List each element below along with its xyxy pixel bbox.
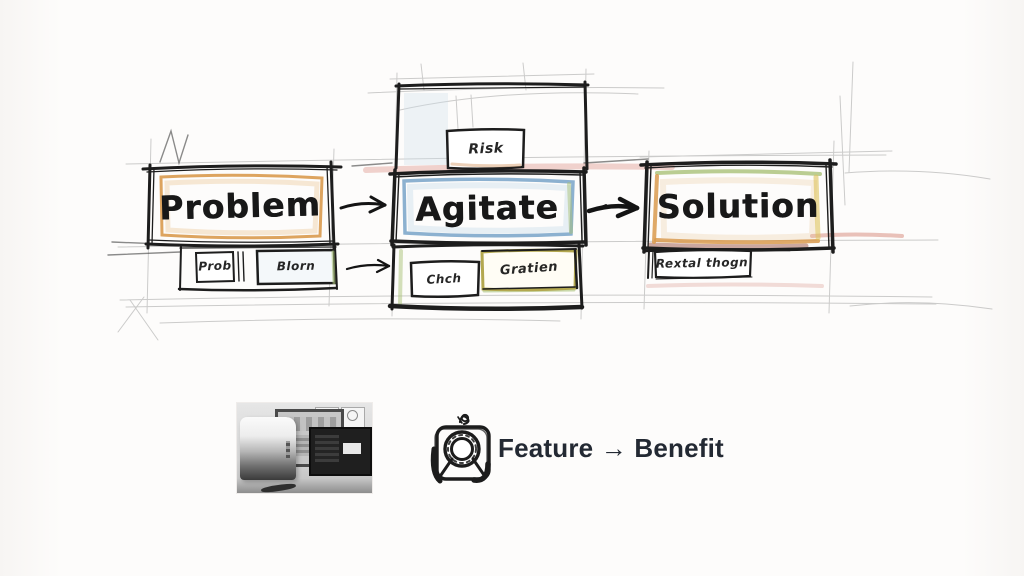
photo-desk [237, 478, 372, 493]
chch-scribble-label: Chch [426, 271, 462, 287]
arrow-subrow [345, 258, 391, 274]
problem-box-label: Problem [158, 184, 322, 228]
problem-subrow [177, 245, 338, 292]
arrow-problem-to-agitate [339, 195, 387, 214]
prob-scribble-label: Prob [198, 258, 232, 274]
agitate-upper-box [394, 80, 590, 171]
solution-box [639, 158, 838, 254]
photo-monitor-right [308, 427, 372, 477]
camera-sketch-icon [426, 409, 496, 493]
feature-benefit-caption: Feature → Benefit [498, 433, 724, 463]
agitate-box-label: Agitate [414, 187, 560, 229]
problem-box [141, 160, 343, 250]
solution-box-label: Solution [656, 185, 820, 227]
solution-subrow [644, 247, 792, 280]
workstation-photo [237, 403, 372, 493]
risk-scribble-label: Risk [468, 140, 504, 158]
blorn-scribble-label: Blorn [276, 258, 316, 274]
agitate-lower-box [387, 242, 585, 312]
arrow-agitate-to-solution [586, 196, 640, 219]
photo-scanner-device [239, 417, 297, 481]
rextal-scribble-label: Rextal thogn [655, 255, 749, 271]
